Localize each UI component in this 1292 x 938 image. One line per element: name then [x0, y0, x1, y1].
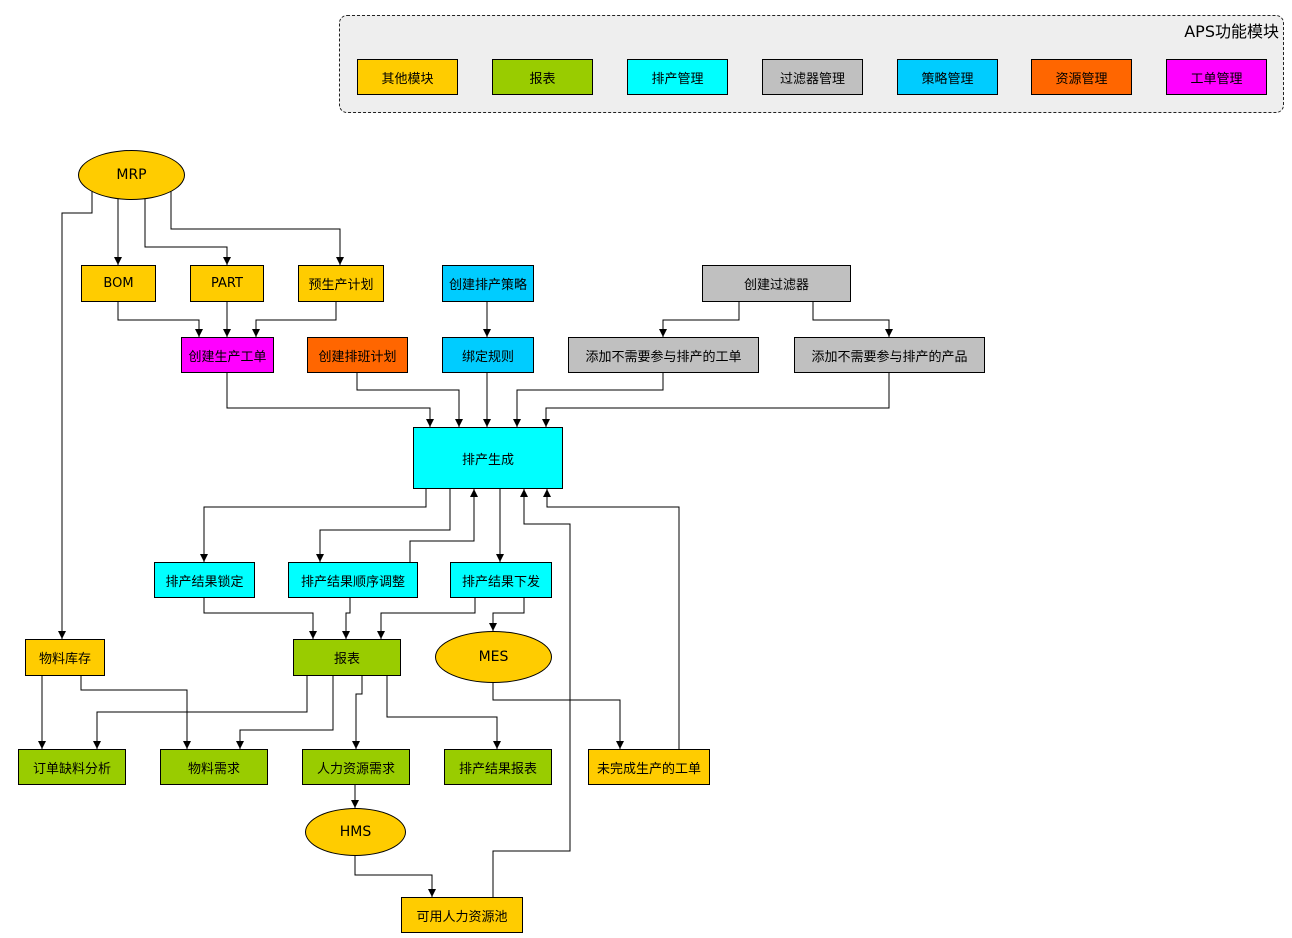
node-hr-demand: 人力资源需求 [302, 749, 410, 785]
edge-generate-reorder [316, 489, 451, 562]
node-create-shift-plan: 创建排班计划 [307, 337, 408, 373]
node-result-reorder: 排产结果顺序调整 [288, 562, 418, 598]
edge-mrp-material-stock [58, 190, 93, 639]
edge-reorder-report [342, 598, 351, 639]
edge-mrp-preplan [170, 190, 344, 265]
edge-report-demand [236, 676, 334, 749]
edge-unfinished-generate [543, 489, 680, 749]
edge-mrp-part [144, 197, 231, 265]
legend-title: APS功能模块 [1184, 22, 1279, 41]
edge-report-result [386, 676, 501, 749]
node-bom: BOM [81, 265, 156, 302]
edge-bom-workorder [117, 302, 203, 337]
edge-generate-lock [200, 489, 427, 562]
edge-exorders-generate [513, 373, 664, 427]
legend-item-filter: 过滤器管理 [762, 59, 863, 95]
node-order-shortage: 订单缺料分析 [18, 749, 126, 785]
node-pre-plan: 预生产计划 [298, 265, 384, 302]
node-create-strategy: 创建排产策略 [442, 265, 534, 302]
legend-item-resource: 资源管理 [1031, 59, 1132, 95]
edge-lock-report [203, 598, 317, 639]
edge-preplan-workorder [252, 302, 337, 337]
node-result-dispatch: 排产结果下发 [450, 562, 552, 598]
node-report: 报表 [293, 639, 401, 676]
legend-item-scheduling: 排产管理 [627, 59, 728, 95]
edge-workorder-generate [226, 373, 434, 427]
node-mrp: MRP [78, 150, 185, 200]
edge-shift-generate [356, 373, 463, 427]
edge-hms-pool [354, 856, 436, 897]
edge-hrpool-generate [492, 489, 571, 897]
edge-exproducts-generate [542, 373, 890, 427]
edge-filter-exclude-products [812, 302, 893, 337]
edge-dispatch-report [377, 598, 476, 639]
legend-item-strategy: 策略管理 [897, 59, 998, 95]
node-create-work-order: 创建生产工单 [181, 337, 274, 373]
node-hms: HMS [305, 808, 406, 856]
legend-item-other-modules: 其他模块 [357, 59, 458, 95]
edge-report-hr [352, 676, 363, 749]
node-material-demand: 物料需求 [160, 749, 268, 785]
node-bind-rules: 绑定规则 [442, 337, 534, 373]
edge-stock-demand [80, 676, 191, 749]
edge-report-shortage [93, 676, 308, 749]
legend-item-work-order: 工单管理 [1166, 59, 1267, 95]
node-mes: MES [435, 631, 552, 683]
node-exclude-work-orders: 添加不需要参与排产的工单 [568, 337, 759, 373]
node-material-stock: 物料库存 [25, 639, 105, 676]
node-hr-pool: 可用人力资源池 [401, 897, 523, 933]
node-result-lock: 排产结果锁定 [154, 562, 255, 598]
edge-filter-exclude-orders [659, 302, 740, 337]
legend-item-report: 报表 [492, 59, 593, 95]
node-part: PART [190, 265, 264, 302]
node-result-report: 排产结果报表 [444, 749, 552, 785]
node-schedule-generate: 排产生成 [413, 427, 563, 489]
node-unfinished-orders: 未完成生产的工单 [588, 749, 710, 785]
node-exclude-products: 添加不需要参与排产的产品 [794, 337, 985, 373]
edge-mes-unfinished [492, 677, 624, 749]
node-create-filter: 创建过滤器 [702, 265, 851, 302]
edge-dispatch-mes [489, 598, 525, 631]
edge-reorder-generate [409, 489, 478, 562]
